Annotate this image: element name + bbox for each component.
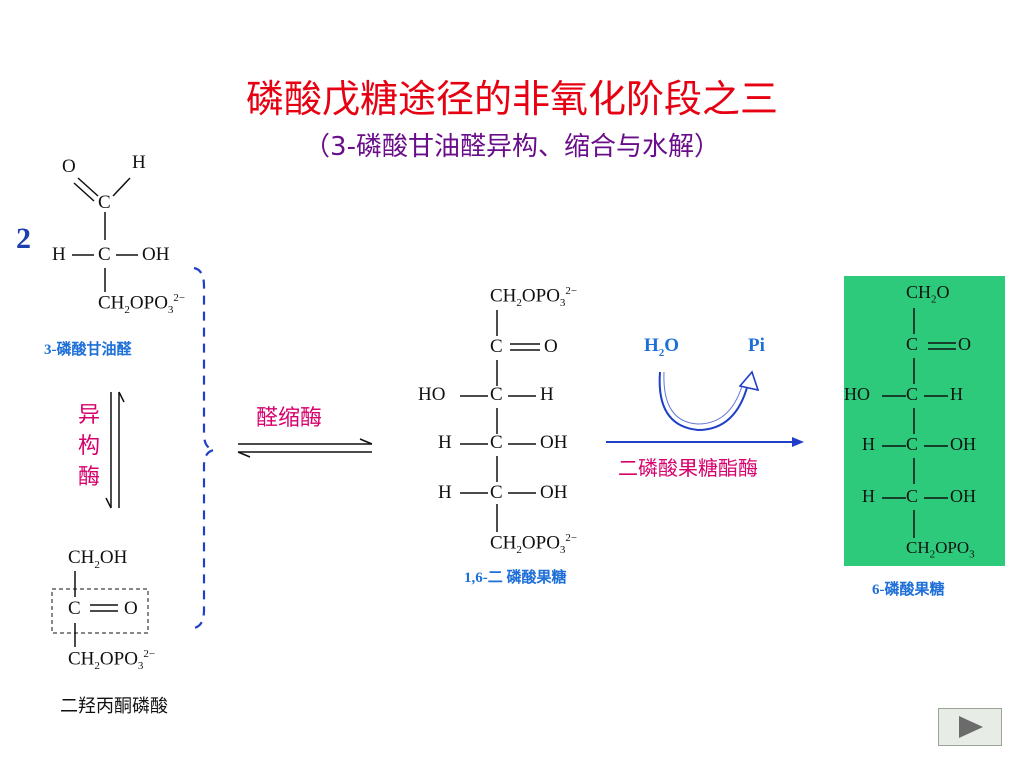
f6p-atom-o: O <box>958 334 971 354</box>
g3p-atom-h2: H <box>52 244 66 265</box>
fbp-atom-ho3: HO <box>418 384 446 405</box>
dashed-brace-icon <box>193 266 215 630</box>
g3p-atom-c1: C <box>98 192 111 213</box>
aldolase-equilibrium-arrow-icon <box>237 438 373 458</box>
f6p-atom-h3: H <box>950 384 963 404</box>
g3p-atom-oh: OH <box>142 244 170 265</box>
enzyme-isomerase: 异 构 酶 <box>76 400 102 493</box>
f6p-highlight-box <box>844 276 1005 566</box>
label-fbp: 1,6-二 磷酸果糖 <box>464 570 567 586</box>
play-arrow-icon <box>959 716 983 738</box>
enzyme-isomerase-char-2: 构 <box>77 434 100 459</box>
fbp-atom-o: O <box>544 336 558 357</box>
enzyme-isomerase-char-3: 酶 <box>77 465 100 490</box>
fbp-atom-c2: C <box>490 336 503 357</box>
f6p-atom-h4: H <box>862 434 875 454</box>
fbp-atom-h4: H <box>438 432 452 453</box>
g3p-bonds <box>72 177 138 292</box>
f6p-group-c1: CH2O <box>906 282 950 306</box>
fbp-group-c6: CH2OPO32− <box>490 532 578 557</box>
fbp-atom-oh4: OH <box>540 432 568 453</box>
enzyme-aldolase: 醛缩酶 <box>256 406 323 431</box>
next-slide-button[interactable] <box>938 708 1002 746</box>
isomerase-equilibrium-arrow-icon <box>105 391 125 509</box>
dhap-group-ch2opo3: CH2OPO32− <box>68 648 156 673</box>
fbp-atom-c5: C <box>490 482 503 503</box>
g3p-atom-o: O <box>62 156 76 177</box>
page-title: 磷酸戊糖途径的非氧化阶段之三 <box>245 77 778 121</box>
label-f6p: 6-磷酸果糖 <box>872 582 945 598</box>
reactant-water: H2O <box>644 335 680 359</box>
molecule-f6p: CH2O C O HO C H H C OH H C OH CH2OPO3 <box>844 276 1005 566</box>
enzyme-fbpase: 二磷酸果糖酯酶 <box>618 456 758 480</box>
dhap-group-ch2oh: CH2OH <box>68 547 128 571</box>
f6p-atom-c5: C <box>906 486 919 506</box>
page-subtitle: （3-磷酸甘油醛异构、缩合与水解） <box>304 132 720 162</box>
f6p-atom-oh5: OH <box>950 486 976 506</box>
label-g3p: 3-磷酸甘油醛 <box>44 342 132 358</box>
fbp-atom-oh5: OH <box>540 482 568 503</box>
f6p-group-c6: CH2OPO3 <box>906 538 975 561</box>
f6p-atom-oh4: OH <box>950 434 976 454</box>
molecule-g3p: O H C H C OH CH2OPO32− <box>50 150 230 330</box>
dhap-atom-c: C <box>68 598 81 619</box>
enzyme-isomerase-char-1: 异 <box>77 403 100 428</box>
fbp-atom-c3: C <box>490 384 503 405</box>
f6p-atom-ho3: HO <box>844 384 870 404</box>
f6p-atom-c3: C <box>906 384 919 404</box>
fbp-bonds <box>460 310 540 532</box>
stoichiometric-coefficient: 2 <box>16 222 31 255</box>
f6p-atom-c2: C <box>906 334 919 354</box>
dhap-atom-o: O <box>124 598 138 619</box>
product-pi: Pi <box>748 335 765 356</box>
f6p-bonds <box>882 308 956 538</box>
molecule-dhap: CH2OH C O CH2OPO32− <box>50 545 220 685</box>
fbp-atom-h3: H <box>540 384 554 405</box>
fbp-atom-c4: C <box>490 432 503 453</box>
label-dhap: 二羟丙酮磷酸 <box>60 696 168 717</box>
molecule-fbp: CH2OPO32− C O HO C H H C OH H C OH CH2OP… <box>410 280 610 560</box>
f6p-atom-c4: C <box>906 434 919 454</box>
g3p-atom-h: H <box>132 152 146 173</box>
f6p-atom-h5: H <box>862 486 875 506</box>
g3p-group-ch2opo3: CH2OPO32− <box>98 292 186 317</box>
fbp-atom-h5: H <box>438 482 452 503</box>
curved-arrow-icon <box>658 370 760 432</box>
g3p-atom-c2: C <box>98 244 111 265</box>
hydrolysis-arrow-icon <box>606 437 804 447</box>
fbp-group-c1: CH2OPO32− <box>490 285 578 310</box>
dhap-bonds <box>51 571 149 647</box>
